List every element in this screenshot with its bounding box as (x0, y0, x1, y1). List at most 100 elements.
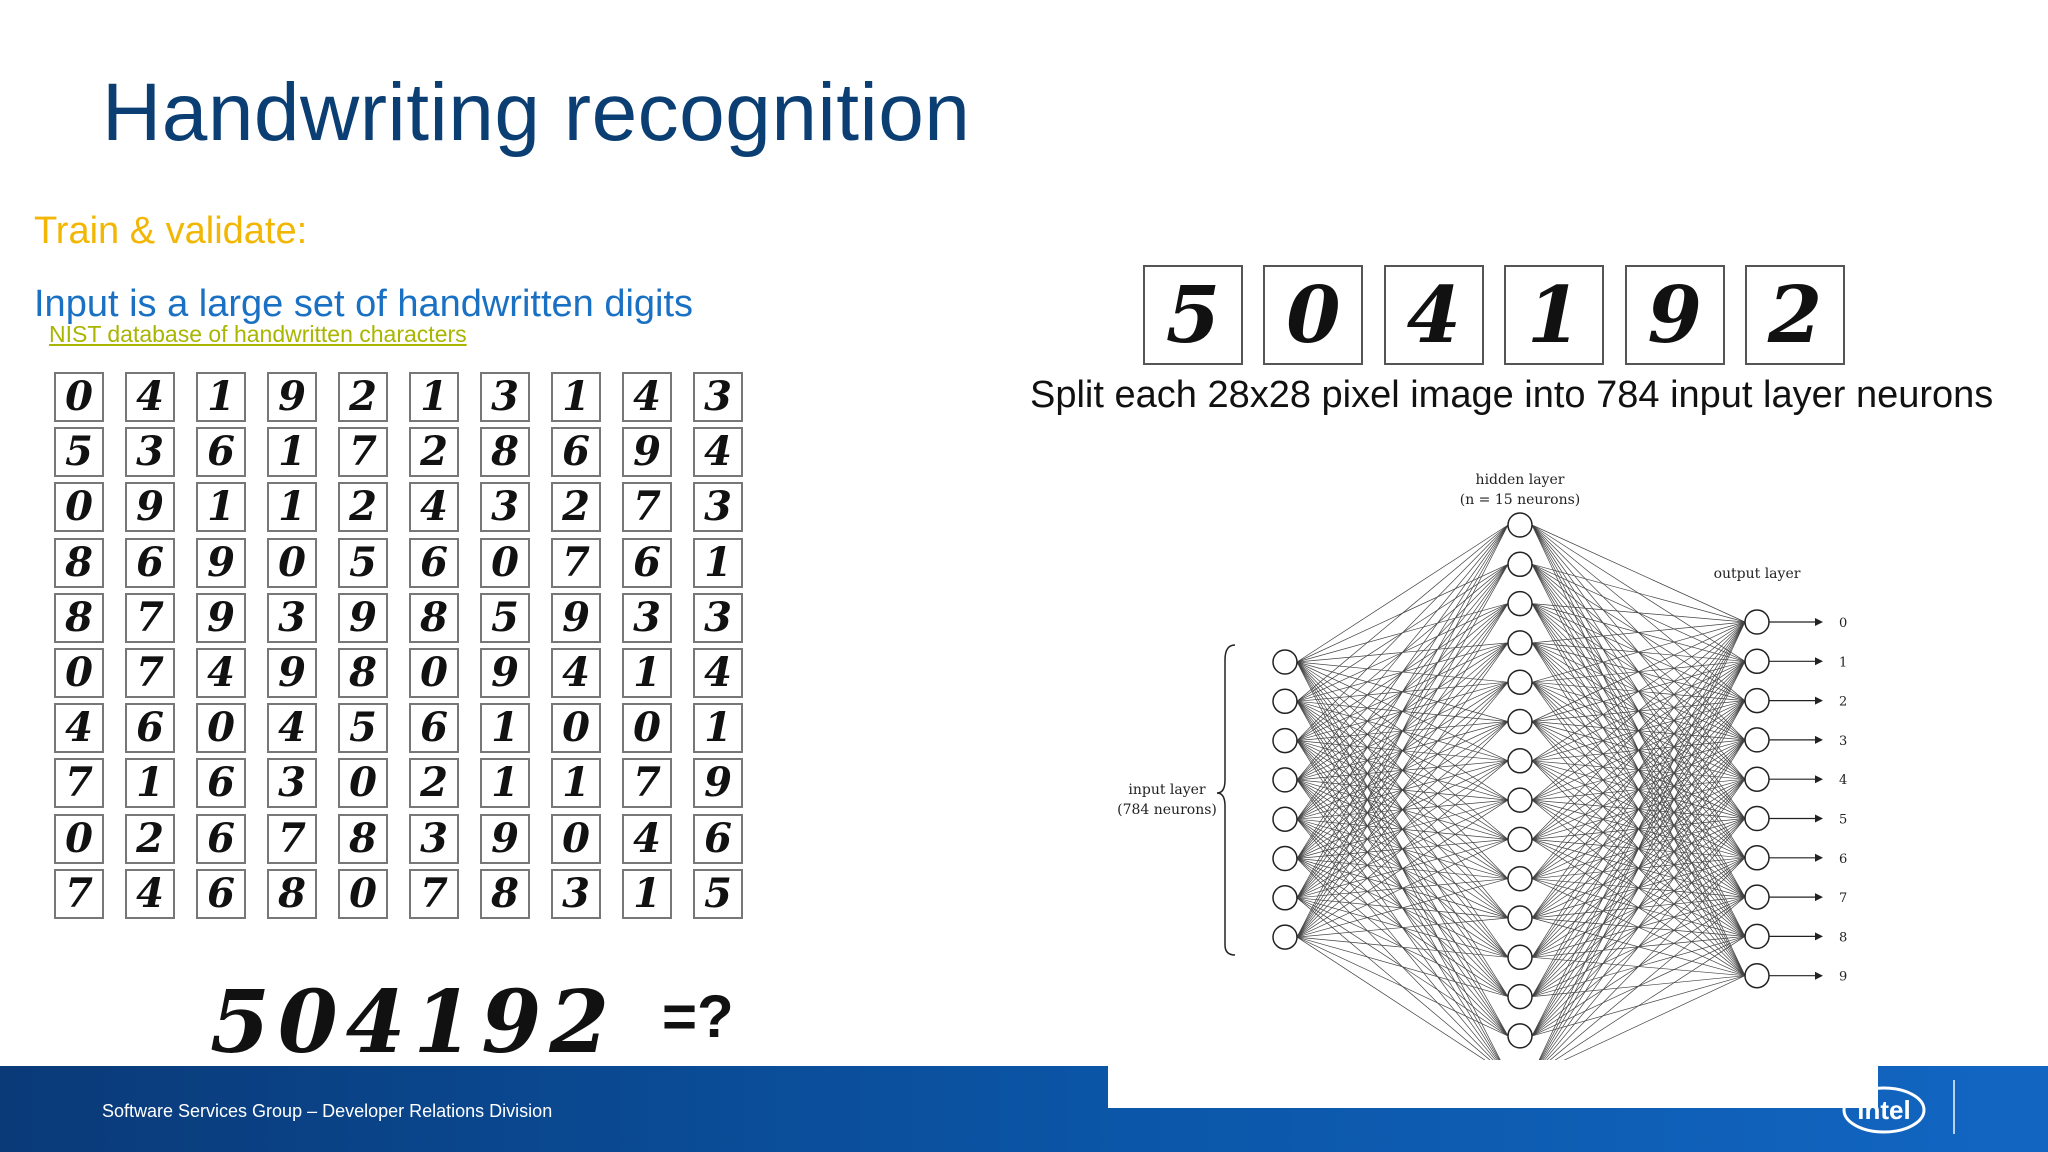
mnist-digit-cell: 0 (480, 537, 530, 588)
mnist-digit-cell: 9 (693, 758, 743, 809)
mnist-digit-cell: 1 (267, 427, 317, 478)
mnist-digit-cell: 1 (693, 537, 743, 588)
sample-digit-box: 4 (1383, 265, 1484, 365)
mnist-digit-cell: 5 (480, 592, 530, 643)
mnist-digit-cell: 4 (693, 648, 743, 698)
mnist-digit-cell: 5 (693, 868, 743, 919)
mnist-digit-cell: 8 (54, 537, 104, 588)
nist-database-link[interactable]: NIST database of handwritten characters (49, 321, 467, 347)
mnist-digit-cell: 6 (693, 813, 743, 864)
mnist-digit-cell: 6 (622, 537, 672, 588)
output-arrowhead (1815, 853, 1823, 862)
mnist-digit-cell: 8 (338, 813, 388, 864)
mnist-digit-cell: 7 (125, 592, 175, 643)
mnist-digit-cell: 9 (267, 648, 317, 698)
mnist-digit-cell: 2 (338, 482, 388, 533)
mnist-digit-cell: 3 (409, 813, 459, 864)
mnist-digit-cell: 6 (196, 427, 246, 478)
hidden-neuron (1507, 905, 1533, 931)
output-neuron (1744, 845, 1770, 871)
hidden-neuron (1507, 944, 1533, 971)
input-neuron (1272, 924, 1298, 950)
mnist-digit-cell: 7 (409, 868, 459, 919)
mnist-digit-cell: 0 (267, 537, 317, 588)
mnist-digit-cell: 2 (125, 813, 175, 864)
output-arrowhead (1815, 775, 1823, 784)
output-neuron (1744, 884, 1770, 910)
mnist-digit-cell: 1 (480, 758, 530, 809)
mnist-digit-cell: 7 (125, 648, 175, 698)
mnist-digit-cell: 0 (196, 703, 246, 754)
mnist-digit-cell: 7 (338, 427, 388, 478)
mnist-digit-cell: 1 (480, 703, 530, 754)
mnist-digit-cell: 1 (622, 868, 672, 919)
mnist-digit-cell: 2 (338, 372, 388, 422)
output-arrowhead (1815, 971, 1823, 980)
page-title: Handwriting recognition (102, 67, 971, 158)
output-digit-label: 1 (1839, 655, 1847, 670)
mnist-digit-cell: 4 (551, 648, 601, 698)
mnist-digit-cell: 6 (196, 813, 246, 864)
mnist-digit-cell: 4 (54, 703, 104, 754)
hidden-neuron (1507, 865, 1533, 892)
input-layer-count: (784 neurons) (1117, 802, 1217, 818)
input-neuron (1272, 845, 1298, 872)
hidden-neuron (1507, 630, 1533, 656)
intel-logo-text: intel (1857, 1095, 1910, 1125)
mnist-digit-cell: 4 (125, 372, 175, 422)
output-neuron (1744, 609, 1770, 635)
train-validate-heading: Train & validate: (34, 210, 308, 252)
mnist-digit-cell: 9 (196, 537, 246, 588)
diagram-overlap-panel (1108, 1060, 1878, 1108)
sample-digit-box: 5 (1143, 265, 1243, 365)
mnist-digit-cell: 8 (267, 868, 317, 919)
hidden-neuron (1507, 787, 1533, 813)
mnist-digit-cell: 3 (267, 592, 317, 643)
mnist-digit-cell: 0 (54, 813, 104, 864)
input-neuron (1272, 727, 1298, 754)
mnist-digit-cell: 7 (267, 813, 317, 864)
sample-digit-box: 2 (1745, 265, 1845, 365)
mnist-digit-cell: 7 (622, 758, 672, 809)
output-digit-label: 7 (1839, 891, 1847, 906)
output-digit-label: 2 (1839, 695, 1847, 710)
output-digit-label: 8 (1839, 930, 1847, 945)
mnist-digit-cell: 2 (409, 427, 459, 478)
footer-text: Software Services Group – Developer Rela… (102, 1101, 553, 1121)
output-digit-label: 3 (1839, 734, 1847, 749)
mnist-digit-cell: 4 (267, 703, 317, 754)
output-neuron (1744, 766, 1770, 792)
mnist-digit-cell: 5 (338, 537, 388, 588)
input-neuron (1272, 688, 1298, 715)
hidden-neuron (1507, 826, 1533, 853)
output-digit-label: 5 (1839, 813, 1847, 828)
input-layer-brace (1216, 644, 1236, 956)
mnist-digit-cell: 4 (409, 482, 459, 533)
mnist-digit-cell: 1 (409, 372, 459, 422)
mnist-digit-cell: 6 (125, 703, 175, 754)
footer-divider (1953, 1080, 1955, 1134)
mnist-digit-cell: 6 (125, 537, 175, 588)
mnist-digit-cell: 1 (551, 758, 601, 809)
mnist-digit-cell: 5 (54, 427, 104, 478)
mnist-digit-cell: 9 (196, 592, 246, 643)
mnist-digit-cell: 6 (409, 537, 459, 588)
hidden-neuron (1507, 512, 1533, 538)
hidden-layer-count: (n = 15 neurons) (1460, 492, 1580, 508)
mnist-digit-cell: 3 (125, 427, 175, 478)
mnist-digit-cell: 3 (267, 758, 317, 809)
hidden-neuron (1507, 669, 1533, 695)
output-digit-label: 9 (1839, 970, 1847, 985)
mnist-digit-cell: 0 (622, 703, 672, 754)
mnist-digit-cell: 9 (125, 482, 175, 533)
output-neuron (1744, 805, 1770, 832)
output-arrowhead (1815, 932, 1823, 941)
hidden-neuron (1507, 590, 1533, 617)
mnist-digit-cell: 8 (480, 427, 530, 478)
mnist-digit-cell: 0 (551, 813, 601, 864)
input-neuron (1272, 806, 1298, 832)
mnist-digit-cell: 1 (125, 758, 175, 809)
output-digit-label: 0 (1839, 616, 1847, 631)
mnist-digit-cell: 7 (622, 482, 672, 533)
